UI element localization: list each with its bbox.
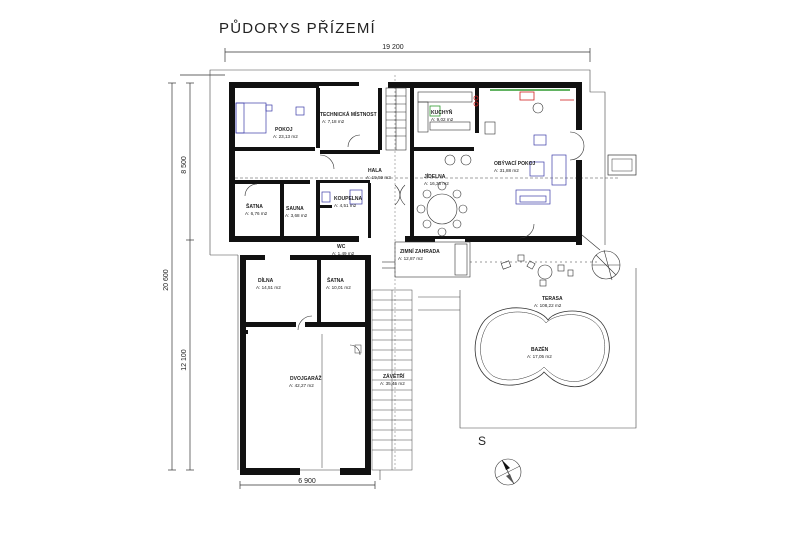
north-arrow-icon bbox=[494, 458, 522, 486]
room-area: A: 16,36 m2 bbox=[424, 181, 449, 186]
outline-lines bbox=[209, 69, 637, 480]
room-name: DÍLNA bbox=[258, 276, 274, 284]
north-label: S bbox=[478, 434, 486, 448]
room-area: A: 9,02 m2 bbox=[431, 117, 454, 122]
pool-inner bbox=[480, 311, 606, 382]
dim-bottom: 6 900 bbox=[298, 478, 316, 485]
room-name: TECHNICKÁ MÍSTNOST bbox=[320, 110, 377, 118]
room-name: ŠATNA bbox=[327, 276, 344, 284]
room-name: DVOJGARÁŽ bbox=[290, 374, 321, 382]
room-labels: POKOJ A: 23,13 m2 TECHNICKÁ MÍSTNOST A: … bbox=[245, 108, 563, 388]
room-name: SAUNA bbox=[286, 206, 304, 212]
winter-garden bbox=[382, 241, 471, 278]
room-area: A: 17,05 m2 bbox=[527, 354, 552, 359]
room-name: HALA bbox=[368, 168, 382, 174]
room-area: A: 12,87 m2 bbox=[398, 256, 423, 261]
pool bbox=[474, 307, 610, 388]
room-area: A: 108,22 m2 bbox=[534, 303, 562, 308]
room-area: A: 19,59 m2 bbox=[366, 175, 391, 180]
dimension-lines bbox=[168, 48, 591, 489]
room-name: KOUPELNA bbox=[334, 196, 362, 202]
room-name: POKOJ bbox=[275, 127, 293, 133]
dim-left-total: 20 600 bbox=[163, 269, 170, 291]
walls bbox=[229, 82, 582, 475]
room-name: OBÝVACÍ POKOJ bbox=[494, 159, 536, 167]
staircase bbox=[385, 87, 407, 151]
room-area: A: 23,13 m2 bbox=[273, 134, 298, 139]
room-area: A: 35,45 m2 bbox=[380, 381, 405, 386]
room-area: A: 31,88 m2 bbox=[494, 168, 519, 173]
door-swings bbox=[244, 131, 585, 356]
outdoor-furniture bbox=[500, 254, 574, 287]
room-area: A: 42,27 m2 bbox=[289, 383, 314, 388]
room-name: ZÁVĚTŘÍ bbox=[383, 372, 405, 380]
room-name: TERASA bbox=[542, 296, 563, 302]
dim-left-lower: 12 100 bbox=[181, 349, 188, 371]
room-name: ZIMNÍ ZAHRADA bbox=[400, 247, 440, 255]
room-area: A: 1,49 m2 bbox=[332, 251, 355, 256]
room-name: JÍDELNA bbox=[424, 172, 446, 180]
room-area: A: 10,01 m2 bbox=[326, 285, 351, 290]
room-name: KUCHYŇ bbox=[431, 108, 453, 116]
pergola bbox=[371, 289, 413, 471]
dim-left-upper: 8 500 bbox=[181, 156, 188, 174]
garage-details bbox=[300, 334, 362, 471]
room-name: WC bbox=[337, 244, 346, 250]
room-area: A: 3,68 m2 bbox=[285, 213, 308, 218]
kitchen-appliances bbox=[473, 91, 574, 107]
room-name: ŠATNA bbox=[246, 202, 263, 210]
dim-top: 19 200 bbox=[382, 44, 404, 51]
furniture bbox=[235, 102, 567, 205]
terrace bbox=[470, 234, 621, 281]
room-area: A: 4,51 m2 bbox=[334, 203, 357, 208]
room-area: A: 6,76 m2 bbox=[245, 211, 268, 216]
kitchen bbox=[416, 91, 544, 237]
room-area: A: 7,18 m2 bbox=[322, 119, 345, 124]
page-title: PŮDORYS PŘÍZEMÍ bbox=[219, 20, 376, 37]
room-area: A: 14,51 m2 bbox=[256, 285, 281, 290]
room-name: BAZÉN bbox=[531, 345, 549, 353]
